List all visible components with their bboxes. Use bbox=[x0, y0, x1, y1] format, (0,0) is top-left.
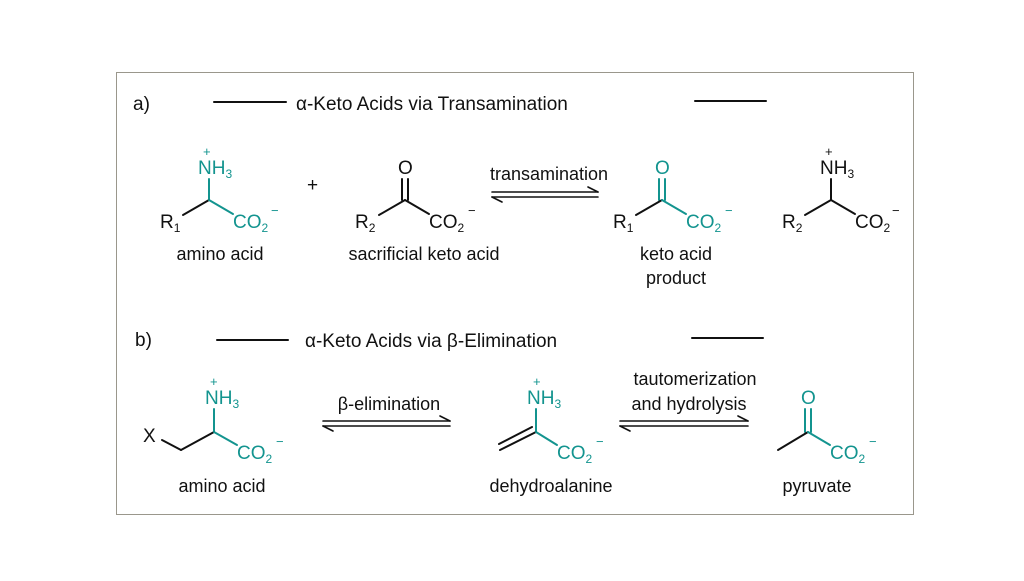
bond bbox=[807, 431, 831, 446]
keto-acid-product-structure: O R1 CO2 − keto acid product bbox=[613, 158, 733, 288]
arrow-label-line1: tautomerization bbox=[633, 369, 756, 389]
caption-amino-acid: amino acid bbox=[178, 476, 265, 496]
bond bbox=[498, 426, 533, 445]
bond bbox=[777, 431, 809, 451]
plus-charge: + bbox=[533, 374, 541, 389]
plus-sign: + bbox=[307, 175, 318, 196]
equilibrium-arrow-tautomerization: tautomerization and hydrolysis bbox=[619, 369, 757, 432]
arrow-label: β-elimination bbox=[338, 394, 440, 414]
amine-group: NH3 bbox=[527, 388, 561, 411]
panel-b-label: b) bbox=[135, 330, 152, 351]
oxygen: O bbox=[801, 388, 816, 409]
bond bbox=[180, 431, 215, 451]
plus-charge: + bbox=[203, 144, 211, 159]
plus-charge: + bbox=[210, 374, 218, 389]
arrow-label: transamination bbox=[490, 164, 608, 184]
minus-charge: − bbox=[271, 203, 279, 218]
minus-charge: − bbox=[725, 203, 733, 218]
oxygen: O bbox=[398, 158, 413, 179]
plus-charge: + bbox=[825, 144, 833, 159]
bond bbox=[161, 439, 182, 451]
carboxylate: CO2 bbox=[855, 212, 891, 235]
bond bbox=[661, 199, 687, 215]
bond bbox=[208, 199, 234, 215]
panel-a-label: a) bbox=[133, 94, 150, 115]
carboxylate: CO2 bbox=[830, 443, 866, 466]
r-group: R1 bbox=[613, 212, 634, 235]
carboxylate: CO2 bbox=[557, 443, 593, 466]
carboxylate: CO2 bbox=[686, 212, 722, 235]
amino-acid-structure-b: + NH3 X CO2 − amino acid bbox=[143, 374, 284, 496]
equilibrium-arrow-transamination: transamination bbox=[490, 164, 608, 203]
caption-amino-acid: amino acid bbox=[176, 244, 263, 264]
minus-charge: − bbox=[596, 434, 604, 449]
bond bbox=[830, 199, 856, 215]
oxygen: O bbox=[655, 158, 670, 179]
bond bbox=[499, 431, 537, 451]
figure-frame bbox=[116, 72, 914, 515]
caption-dehydroalanine: dehydroalanine bbox=[489, 476, 612, 496]
amine-group: NH3 bbox=[198, 158, 232, 181]
r-group: R1 bbox=[160, 212, 181, 235]
carboxylate: CO2 bbox=[429, 212, 465, 235]
leaving-group-x: X bbox=[143, 426, 156, 447]
equilibrium-arrow-beta-elimination: β-elimination bbox=[322, 394, 451, 432]
minus-charge: − bbox=[468, 203, 476, 218]
minus-charge: − bbox=[869, 434, 877, 449]
carboxylate: CO2 bbox=[237, 443, 273, 466]
amine-group: NH3 bbox=[820, 158, 854, 181]
panel-a-title: α-Keto Acids via Transamination bbox=[296, 94, 568, 115]
carboxylate: CO2 bbox=[233, 212, 269, 235]
bond bbox=[635, 199, 663, 216]
panel-a: a) α-Keto Acids via Transamination + NH3… bbox=[133, 94, 900, 288]
minus-charge: − bbox=[276, 434, 284, 449]
bond bbox=[535, 431, 558, 446]
amino-acid-structure-a: + NH3 R1 CO2 − amino acid bbox=[160, 144, 279, 264]
bond bbox=[378, 199, 406, 216]
bond bbox=[404, 199, 430, 215]
r-group: R2 bbox=[782, 212, 803, 235]
pyruvate-structure: O CO2 − pyruvate bbox=[777, 388, 877, 496]
caption-keto-acid-product-line1: keto acid bbox=[640, 244, 712, 264]
bond bbox=[804, 199, 832, 216]
arrow-label-line2: and hydrolysis bbox=[631, 394, 746, 414]
panel-b-title: α-Keto Acids via β-Elimination bbox=[305, 331, 557, 352]
byproduct-amino-acid-structure: + NH3 R2 CO2 − bbox=[782, 144, 900, 235]
sacrificial-keto-acid-structure: O R2 CO2 − sacrificial keto acid bbox=[348, 158, 499, 264]
r-group: R2 bbox=[355, 212, 376, 235]
caption-sacrificial-keto-acid: sacrificial keto acid bbox=[348, 244, 499, 264]
caption-pyruvate: pyruvate bbox=[782, 476, 851, 496]
bond bbox=[213, 431, 238, 446]
minus-charge: − bbox=[892, 203, 900, 218]
panel-b: b) α-Keto Acids via β-Elimination + NH3 … bbox=[135, 330, 877, 496]
dehydroalanine-structure: + NH3 CO2 − dehydroalanine bbox=[489, 374, 612, 496]
amine-group: NH3 bbox=[205, 388, 239, 411]
caption-keto-acid-product-line2: product bbox=[646, 268, 706, 288]
bond bbox=[182, 199, 210, 216]
